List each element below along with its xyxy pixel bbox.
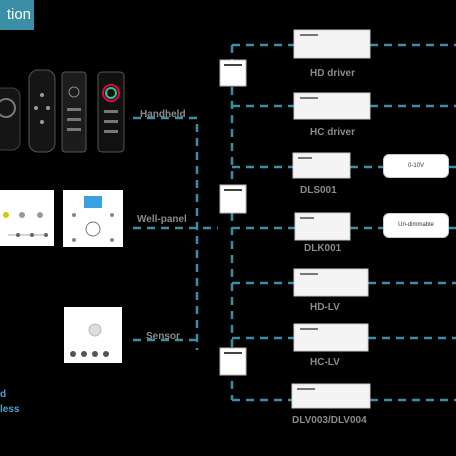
label-dlk001: DLK001 (304, 243, 341, 254)
left-caption-line1: d (0, 389, 6, 400)
remote-cct (62, 72, 86, 152)
receiver-1 (220, 60, 246, 86)
driver-box-dls001 (293, 153, 350, 178)
page-title: tion (7, 0, 31, 30)
badge-0-10v: 0-10V (383, 154, 449, 178)
driver-box-dlv003 (292, 384, 370, 408)
label-sensor: Sensor (146, 331, 180, 342)
wall-panel-1 (0, 190, 54, 246)
label-handheld: Handheld (140, 109, 186, 120)
wall-panels (0, 190, 123, 247)
label-wall-panel: Well-panel (137, 214, 187, 225)
label-hc-lv: HC-LV (310, 357, 340, 368)
label-hc-driver: HC driver (310, 127, 355, 138)
label-hd-lv: HD-LV (310, 302, 340, 313)
driver-box-hc (294, 93, 370, 119)
remote-round-touch (0, 88, 20, 150)
label-hd-driver: HD driver (310, 68, 355, 79)
handheld-remotes (0, 70, 124, 152)
left-caption-line2: less (0, 404, 19, 415)
page-title-tab: tion (0, 0, 34, 30)
label-dlv003: DLV003/DLV004 (292, 415, 367, 426)
remote-dimmer (29, 70, 55, 152)
handheld-connector (133, 118, 197, 350)
badge-undimmable: Un-dimmable (383, 213, 449, 238)
label-dls001: DLS001 (300, 185, 337, 196)
driver-boxes (292, 30, 370, 408)
sensor-panel (64, 307, 122, 363)
